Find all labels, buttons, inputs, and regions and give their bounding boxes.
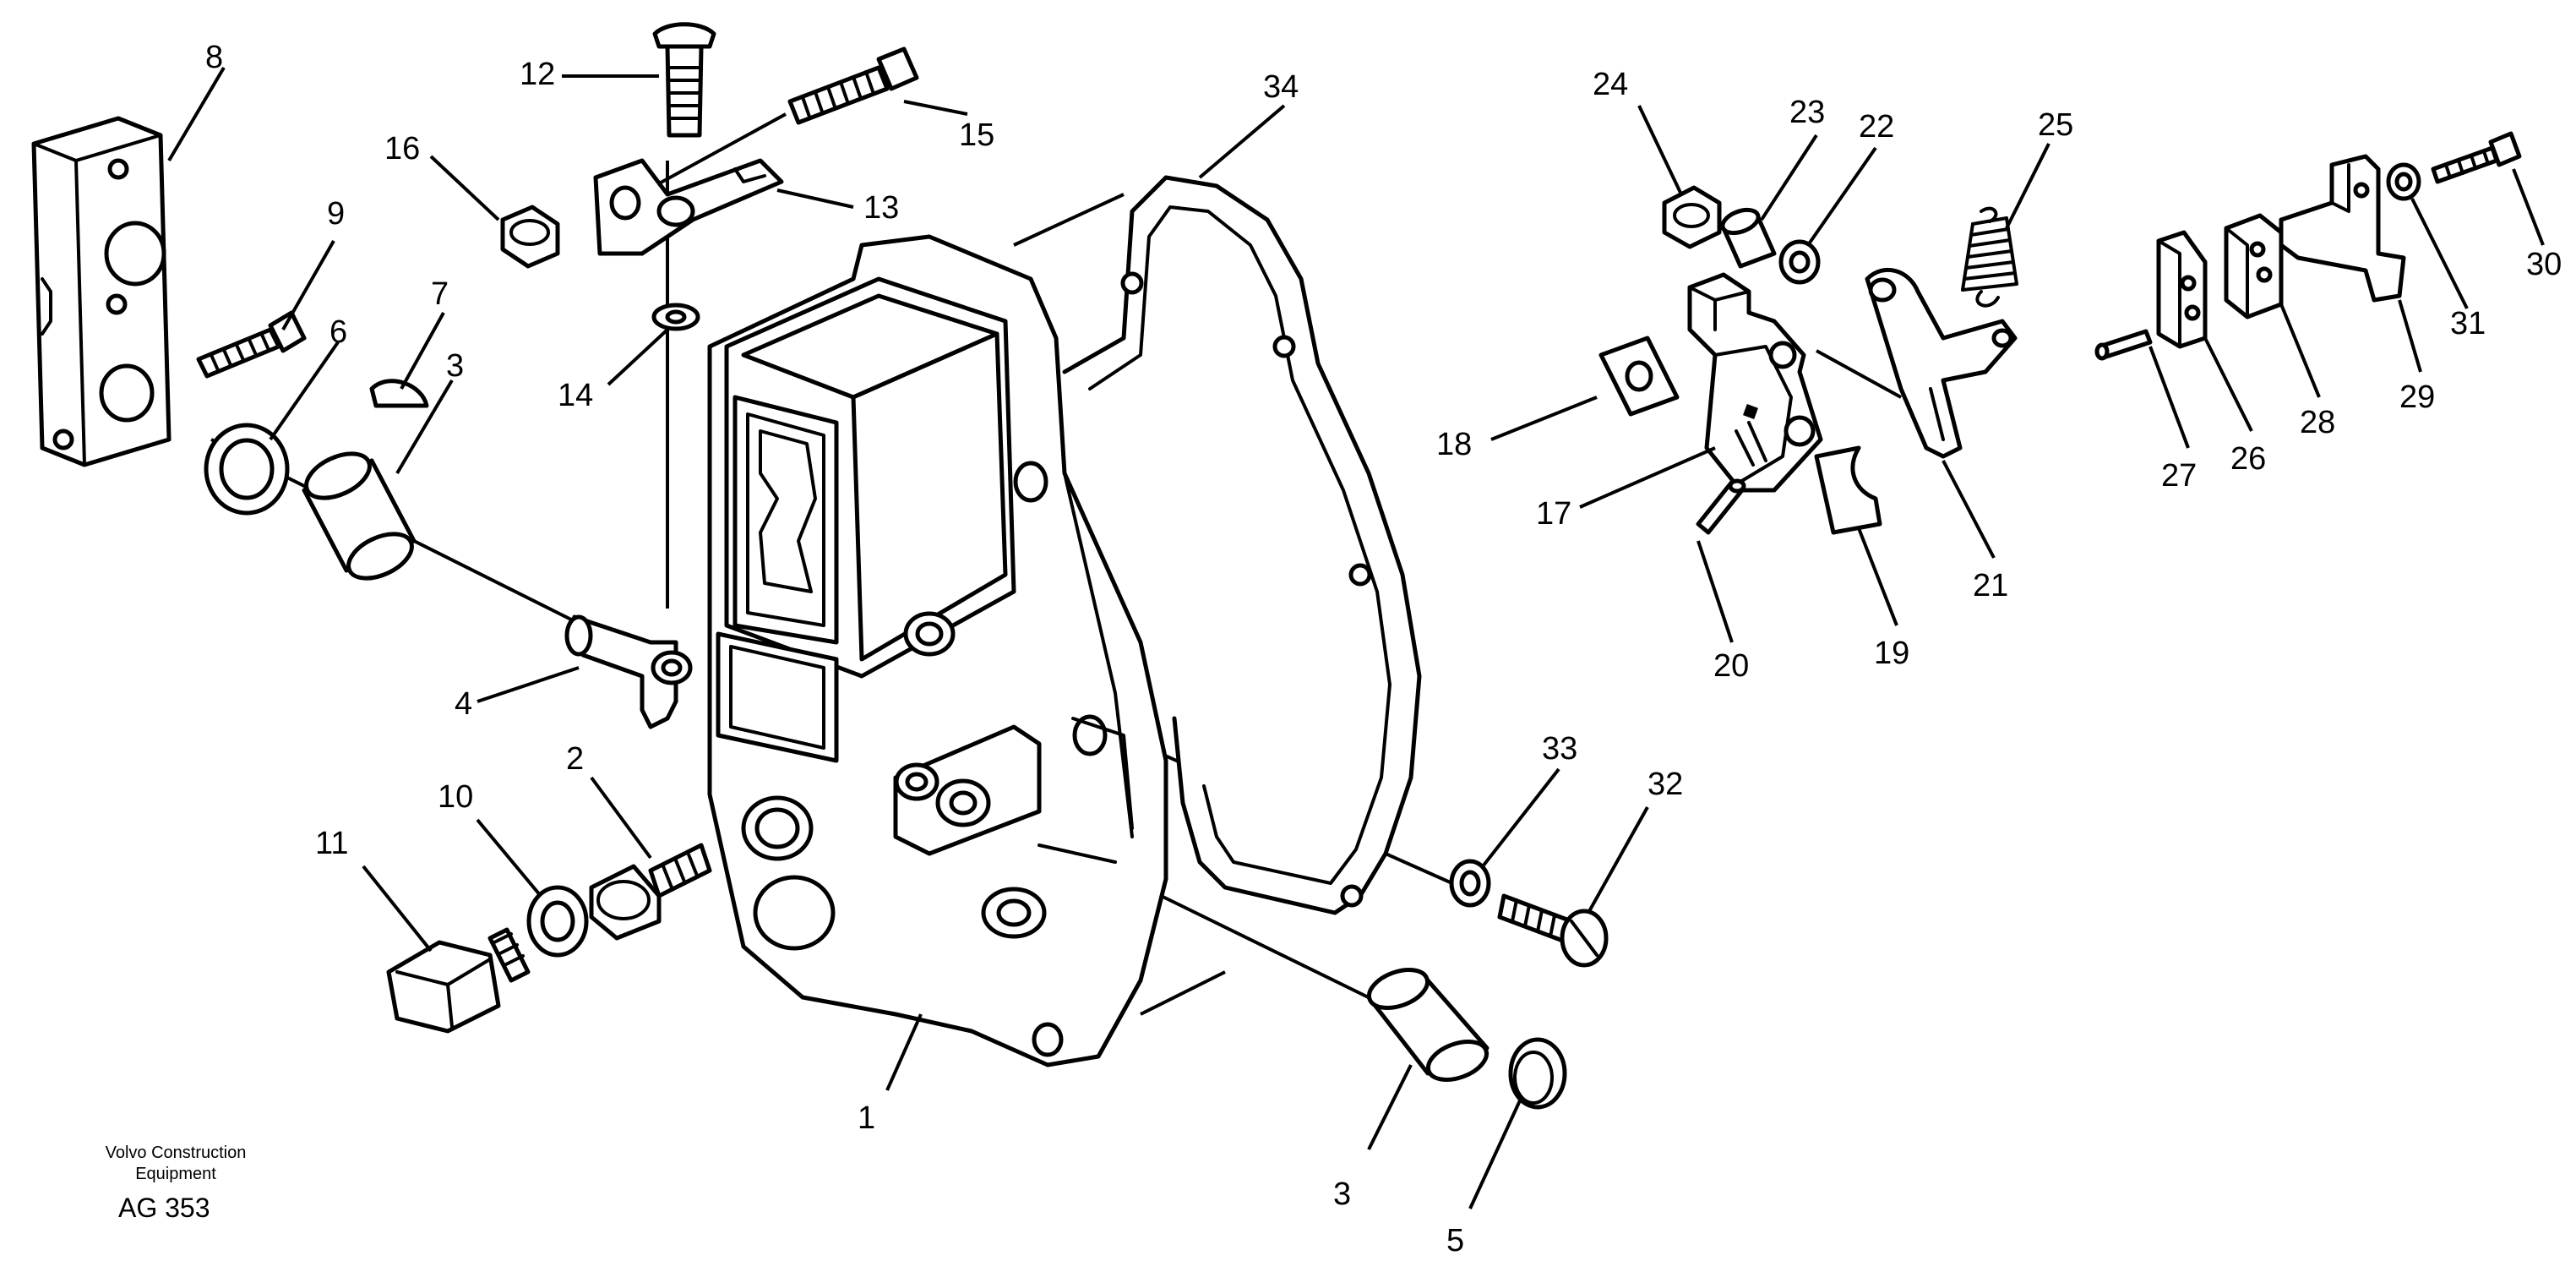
callout-6: 6 — [329, 314, 347, 350]
drain-plug-part-11 — [386, 927, 531, 1034]
callout-labels: 8 9 6 7 3 12 15 16 13 14 4 2 10 11 1 3 5… — [205, 40, 2562, 1258]
screw-part-15 — [787, 46, 919, 125]
callout-leaders — [167, 66, 2545, 1209]
callout-23: 23 — [1789, 95, 1825, 130]
bushing-part-3-lower — [1366, 968, 1490, 1082]
callout-16: 16 — [384, 131, 420, 167]
callout-12: 12 — [520, 57, 555, 92]
screw-part-30 — [2431, 131, 2522, 184]
nut-part-24 — [1662, 185, 1722, 249]
callout-2: 2 — [566, 741, 584, 777]
callout-33: 33 — [1542, 731, 1577, 767]
callout-19: 19 — [1874, 636, 1909, 671]
callout-8: 8 — [205, 40, 223, 75]
bushing-part-3-upper — [302, 451, 417, 581]
callout-32: 32 — [1647, 767, 1683, 802]
company-name-line-2: Equipment — [135, 1165, 216, 1183]
callout-15: 15 — [959, 117, 994, 153]
callout-31: 31 — [2450, 306, 2486, 341]
callout-30: 30 — [2526, 247, 2562, 282]
callout-11: 11 — [315, 826, 348, 861]
plate-part-28 — [2224, 213, 2284, 319]
screw-part-12 — [652, 22, 716, 138]
screw-part-9 — [196, 310, 307, 379]
spring-part-25 — [1961, 206, 2018, 308]
callout-29: 29 — [2399, 379, 2435, 415]
nut-part-16 — [500, 205, 560, 269]
washer-part-33 — [1449, 859, 1491, 908]
company-name-line-1: Volvo Construction — [106, 1144, 247, 1162]
washer-part-10 — [526, 885, 589, 958]
callout-7: 7 — [431, 276, 449, 312]
callout-5: 5 — [1446, 1223, 1464, 1258]
callout-22: 22 — [1859, 109, 1894, 145]
housing-part-1 — [707, 234, 1168, 1067]
callout-4: 4 — [455, 686, 472, 722]
washer-part-31 — [2386, 162, 2421, 201]
lever-part-13 — [593, 158, 784, 256]
plug-part-2 — [589, 843, 712, 941]
pin-part-20 — [1696, 478, 1746, 535]
callout-24: 24 — [1593, 67, 1628, 102]
washer-part-14 — [651, 303, 700, 331]
callout-28: 28 — [2300, 405, 2335, 440]
callout-10: 10 — [438, 779, 473, 815]
lever-part-21 — [1865, 267, 2018, 459]
callout-14: 14 — [558, 378, 593, 413]
clip-part-19 — [1814, 445, 1882, 535]
seal-part-6 — [204, 423, 290, 516]
plate-part-18 — [1598, 336, 1680, 417]
callout-25: 25 — [2038, 107, 2073, 143]
callout-9: 9 — [327, 196, 345, 232]
plate-part-26 — [2156, 230, 2208, 349]
spacer-part-23 — [1720, 207, 1777, 269]
gasket-part-34 — [1062, 175, 1422, 915]
callout-3-upper: 3 — [446, 348, 464, 384]
linkage-part-17 — [1687, 272, 1823, 493]
shaft-part-4 — [564, 614, 693, 729]
callout-1: 1 — [858, 1100, 875, 1136]
callout-21: 21 — [1973, 568, 2008, 603]
washer-part-22 — [1778, 239, 1821, 285]
callout-13: 13 — [863, 190, 899, 226]
bracket-part-8 — [31, 116, 172, 467]
callout-20: 20 — [1713, 648, 1749, 684]
key-part-7 — [369, 379, 429, 408]
callout-34: 34 — [1263, 69, 1299, 105]
callout-17: 17 — [1536, 496, 1571, 532]
callout-18: 18 — [1436, 427, 1472, 462]
callout-3-lower: 3 — [1333, 1176, 1351, 1212]
callout-26: 26 — [2230, 441, 2266, 477]
screw-part-32 — [1497, 893, 1609, 968]
drawing-code: AG 353 — [118, 1193, 210, 1223]
footer-block: Volvo Construction Equipment AG 353 — [106, 1144, 247, 1223]
callout-27: 27 — [2161, 458, 2197, 494]
bracket-part-29 — [2279, 154, 2406, 303]
cap-part-5 — [1508, 1037, 1567, 1110]
pin-part-27 — [2094, 329, 2153, 361]
